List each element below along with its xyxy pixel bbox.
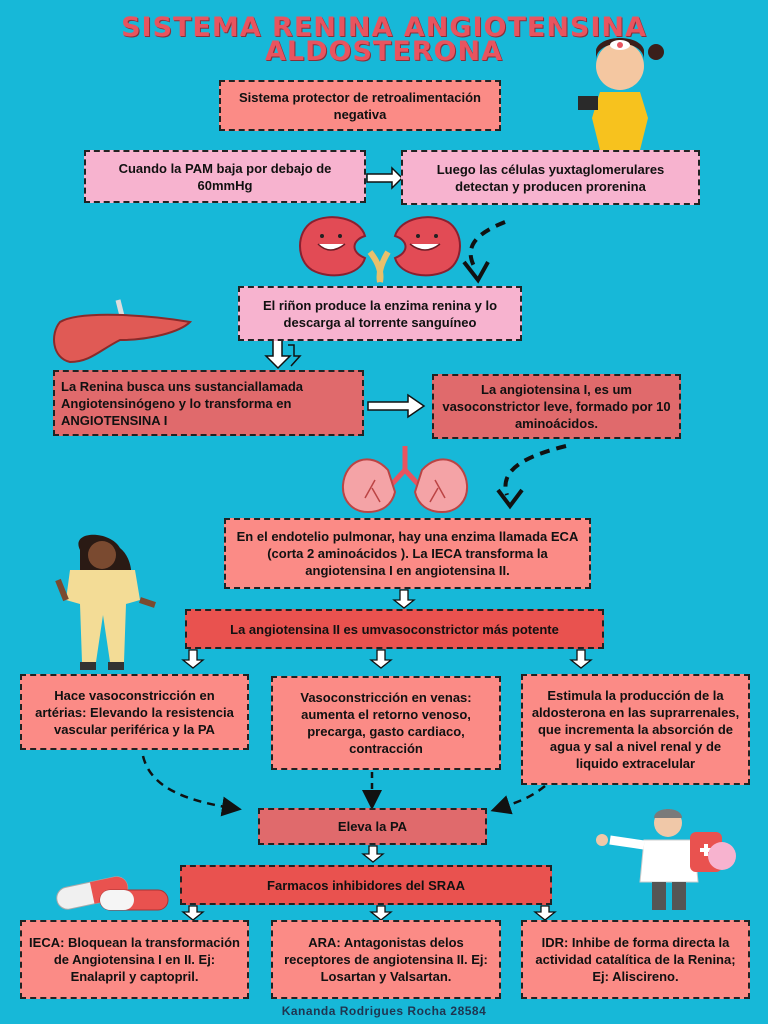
arrow-down-2 (392, 589, 416, 609)
liver-icon (53, 299, 193, 364)
title-line-1: SISTEMA RENINA ANGIOTENSINA (121, 12, 647, 43)
idr-box: IDR: Inhibe de forma directa la activida… (521, 920, 750, 999)
arrow-down-6 (361, 845, 385, 863)
arrow-down-5 (569, 649, 593, 669)
farmacos-box: Farmacos inhibidores del SRAA (180, 865, 552, 905)
ieca-box: IECA: Bloquean la transformación de Angi… (20, 920, 249, 999)
kidneys-icon (299, 216, 461, 283)
dashed-arrow-5 (490, 785, 546, 815)
author-footer: Kananda Rodrigues Rocha 28584 (281, 1004, 487, 1018)
arrow-down-4 (369, 649, 393, 669)
renina-box: La Renina busca uns sustanciallamada Ang… (53, 370, 364, 436)
arrow-down-9 (533, 905, 557, 921)
arrow-right-2 (367, 393, 426, 419)
arrow-down-8 (369, 905, 393, 921)
dashed-arrow-3 (141, 755, 242, 817)
arrow-head-1 (462, 260, 490, 284)
angiotensina-1-box: La angiotensina I, es um vasoconstrictor… (432, 374, 681, 439)
rinon-box: El riñon produce la enzima renina y lo d… (238, 286, 522, 341)
arrow-right-1 (366, 166, 404, 190)
dashed-arrow-2 (503, 444, 567, 496)
aldosterona-box: Estimula la producción de la aldosterona… (521, 674, 750, 785)
arrow-down-7 (181, 905, 205, 921)
angiotensina-2-box: La angiotensina II es umvasoconstrictor … (185, 609, 604, 649)
page-title: SISTEMA RENINA ANGIOTENSINA ALDOSTERONA (0, 12, 768, 67)
pills-icon (56, 876, 169, 911)
arterias-box: Hace vasoconstricción en artérias: Eleva… (20, 674, 249, 750)
eleva-pa-box: Eleva la PA (258, 808, 487, 845)
protector-box: Sistema protector de retroalimentación n… (219, 80, 501, 131)
arrow-down-1 (264, 338, 302, 370)
nurse-icon (55, 534, 156, 670)
doctor-girl-icon (578, 38, 664, 166)
arrow-down-3 (181, 649, 205, 669)
lungs-icon (341, 446, 469, 514)
title-line-2: ALDOSTERONA (264, 36, 503, 67)
celulas-box: Luego las células yuxtaglomerulares dete… (401, 150, 700, 205)
doctor-man-icon (596, 809, 736, 910)
arrow-head-2 (496, 488, 524, 510)
pam-box: Cuando la PAM baja por debajo de 60mmHg (84, 150, 366, 203)
endotelio-box: En el endotelio pulmonar, hay una enzima… (224, 518, 591, 589)
ara-box: ARA: Antagonistas delos receptores de an… (271, 920, 501, 999)
venas-box: Vasoconstricción en venas: aumenta el re… (271, 676, 501, 770)
dashed-arrow-1 (468, 220, 506, 269)
